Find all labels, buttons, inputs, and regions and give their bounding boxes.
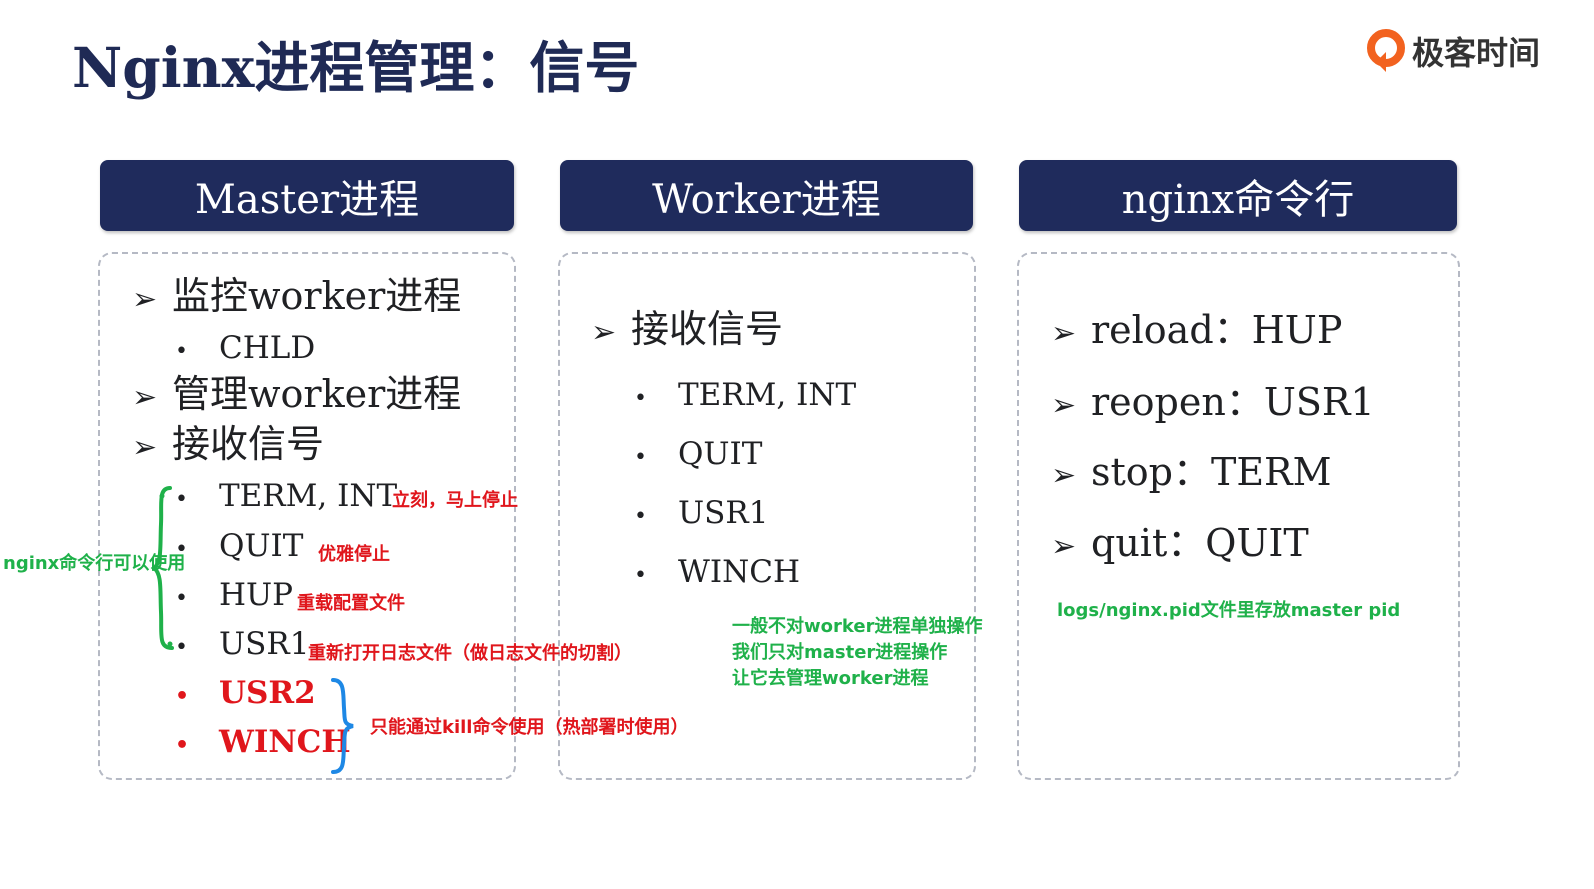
list-item: ➢管理worker进程	[132, 370, 461, 422]
dot-bullet-icon: •	[175, 733, 190, 758]
dot-bullet-icon: •	[175, 537, 188, 562]
dot-bullet-icon: •	[175, 487, 188, 512]
header-label: Master进程	[194, 176, 420, 223]
header-label: nginx命令行	[1121, 176, 1355, 223]
dot-bullet-icon: •	[634, 445, 647, 470]
annotation-kill-only: 只能通过kill命令使用（热部署时使用）	[370, 717, 689, 738]
annotation-cmdline-usable: nginx命令行可以使用	[3, 553, 186, 574]
dot-bullet-icon: •	[175, 339, 188, 364]
arrow-bullet-icon: ➢	[132, 282, 158, 317]
list-sub-item: •QUIT	[634, 432, 762, 480]
list-sub-item: •TERM, INT	[175, 474, 397, 522]
list-item: ➢接收信号	[591, 305, 783, 357]
annotation-hup: 重载配置文件	[297, 593, 405, 614]
list-item: ➢接收信号	[132, 420, 324, 472]
arrow-bullet-icon: ➢	[1051, 316, 1077, 351]
page-title: Nginx进程管理：信号	[72, 35, 640, 100]
list-sub-item: •QUIT	[175, 524, 303, 572]
list-item: ➢quit：QUIT	[1051, 519, 1309, 571]
list-item: ➢reload：HUP	[1051, 306, 1342, 358]
arrow-bullet-icon: ➢	[132, 380, 158, 415]
master-process-box	[98, 252, 516, 780]
list-sub-item: •USR1	[634, 491, 768, 539]
list-sub-item: •HUP	[175, 573, 293, 621]
logo-text: 极客时间	[1412, 34, 1541, 72]
annotation-usr1: 重新打开日志文件（做日志文件的切割）	[308, 643, 632, 664]
arrow-bullet-icon: ➢	[1051, 458, 1077, 493]
annotation-quit: 优雅停止	[318, 544, 390, 565]
dot-bullet-icon: •	[175, 635, 188, 660]
arrow-bullet-icon: ➢	[1051, 388, 1077, 423]
list-item: ➢监控worker进程	[132, 272, 461, 324]
list-sub-item-red: •WINCH	[175, 720, 351, 768]
annotation-pid-file: logs/nginx.pid文件里存放master pid	[1057, 600, 1401, 621]
list-sub-item: •CHLD	[175, 326, 315, 374]
list-item: ➢stop：TERM	[1051, 448, 1332, 500]
logo: 极客时间	[1366, 28, 1540, 74]
blue-brace-icon	[331, 678, 354, 774]
list-sub-item: •USR1	[175, 622, 309, 670]
arrow-bullet-icon: ➢	[1051, 529, 1077, 564]
dot-bullet-icon: •	[634, 386, 647, 411]
header-label: Worker进程	[652, 176, 881, 223]
geektime-logo-icon	[1367, 29, 1405, 72]
arrow-bullet-icon: ➢	[591, 315, 617, 350]
list-sub-item: •WINCH	[634, 550, 800, 598]
dot-bullet-icon: •	[634, 563, 647, 588]
arrow-bullet-icon: ➢	[132, 430, 158, 465]
dot-bullet-icon: •	[175, 684, 190, 709]
header-nginx-cmdline: nginx命令行	[1019, 160, 1457, 231]
annotation-term-int: 立刻，马上停止	[392, 490, 518, 511]
nginx-cmdline-box	[1017, 252, 1460, 780]
dot-bullet-icon: •	[634, 504, 647, 529]
list-sub-item-red: •USR2	[175, 671, 316, 719]
green-brace-icon	[150, 486, 174, 650]
header-master-process: Master进程	[100, 160, 514, 231]
header-worker-process: Worker进程	[560, 160, 973, 231]
list-item: ➢reopen：USR1	[1051, 378, 1375, 430]
dot-bullet-icon: •	[175, 586, 188, 611]
list-sub-item: •TERM, INT	[634, 373, 856, 421]
annotation-worker-note: 一般不对worker进程单独操作 我们只对master进程操作 让它去管理wor…	[732, 616, 983, 689]
worker-process-box	[558, 252, 976, 780]
